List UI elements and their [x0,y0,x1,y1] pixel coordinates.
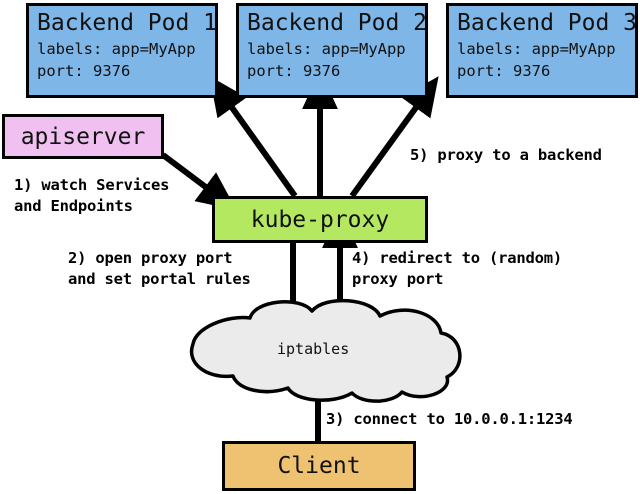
backend-pod-2-labels: labels: app=MyApp [247,40,406,58]
step-2-line-1: 2) open proxy port [68,249,233,267]
step-5-line-1: 5) proxy to a backend [410,146,602,164]
iptables-label: iptables [277,340,350,358]
arrow-kubeproxy-to-pod-3 [349,76,439,198]
arrow-kubeproxy-to-pod-1 [209,76,298,198]
backend-pod-1-title: Backend Pod 1 [37,10,218,36]
apiserver-title: apiserver [20,123,146,150]
backend-pod-2[interactable]: Backend Pod 2 labels: app=MyApp port: 93… [236,3,428,98]
backend-pod-1[interactable]: Backend Pod 1 labels: app=MyApp port: 93… [26,3,218,98]
backend-pod-2-port: port: 9376 [247,62,341,80]
backend-pod-3[interactable]: Backend Pod 3 labels: app=MyApp port: 93… [446,3,638,98]
backend-pod-3-port: port: 9376 [457,62,551,80]
step-2-label: 2) open proxy port and set portal rules [68,248,251,290]
step-4-line-1: 4) redirect to (random) [352,249,563,267]
backend-pod-3-labels: labels: app=MyApp [457,40,616,58]
kube-proxy-node[interactable]: kube-proxy [212,196,428,243]
client-node[interactable]: Client [222,441,416,491]
step-2-line-2: and set portal rules [68,270,251,288]
backend-pod-2-title: Backend Pod 2 [247,10,428,36]
client-title: Client [277,453,361,479]
step-3-line-1: 3) connect to 10.0.0.1:1234 [326,410,573,428]
step-1-label: 1) watch Services and Endpoints [14,175,169,217]
apiserver-node[interactable]: apiserver [2,114,164,159]
step-3-label: 3) connect to 10.0.0.1:1234 [326,409,573,430]
step-4-label: 4) redirect to (random) proxy port [352,248,562,290]
step-5-label: 5) proxy to a backend [410,145,602,166]
arrow-apiserver-to-kubeproxy [161,152,237,211]
backend-pod-3-title: Backend Pod 3 [457,10,638,36]
step-1-line-2: and Endpoints [14,197,133,215]
backend-pod-1-port: port: 9376 [37,62,131,80]
backend-pod-1-labels: labels: app=MyApp [37,40,196,58]
step-4-line-2: proxy port [352,270,444,288]
step-1-line-1: 1) watch Services [14,176,170,194]
kube-proxy-title: kube-proxy [250,206,390,233]
